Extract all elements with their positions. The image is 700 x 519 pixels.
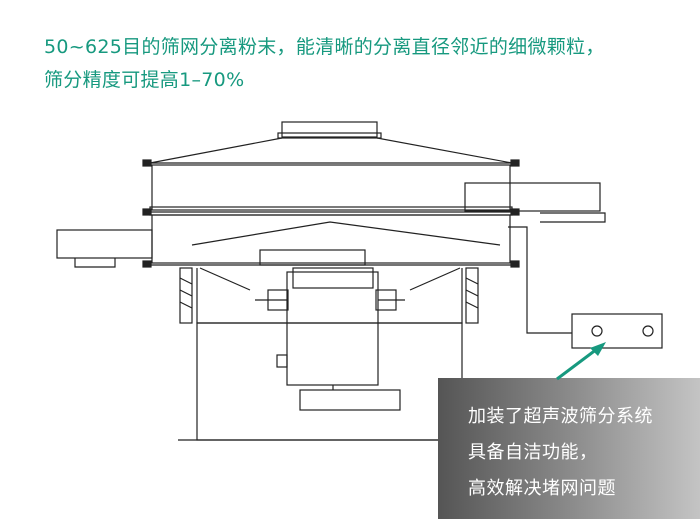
upper-frame xyxy=(151,164,511,211)
callout-line-1: 加装了超声波筛分系统 xyxy=(468,406,653,427)
springs xyxy=(179,267,479,324)
headline-line-2: 筛分精度可提高1–70% xyxy=(44,69,245,91)
right-outlet xyxy=(464,182,601,212)
callout-line-3: 高效解决堵网问题 xyxy=(468,478,616,499)
counterweight xyxy=(299,389,401,411)
ultrasonic-cable xyxy=(508,226,572,334)
callout-line-2: 具备自洁功能， xyxy=(468,442,598,463)
left-outlet xyxy=(56,229,153,259)
top-lid xyxy=(149,137,513,164)
top-inlet xyxy=(281,121,378,138)
callout-box: 加装了超声波筛分系统 具备自洁功能， 高效解决堵网问题 xyxy=(438,378,700,519)
motor xyxy=(286,271,379,386)
ultrasonic-transducer-box xyxy=(571,313,663,349)
headline-line-1: 50~625目的筛网分离粉末，能清晰的分离直径邻近的细微颗粒， xyxy=(44,36,605,58)
base xyxy=(196,322,463,441)
bottom-pan xyxy=(196,268,463,324)
